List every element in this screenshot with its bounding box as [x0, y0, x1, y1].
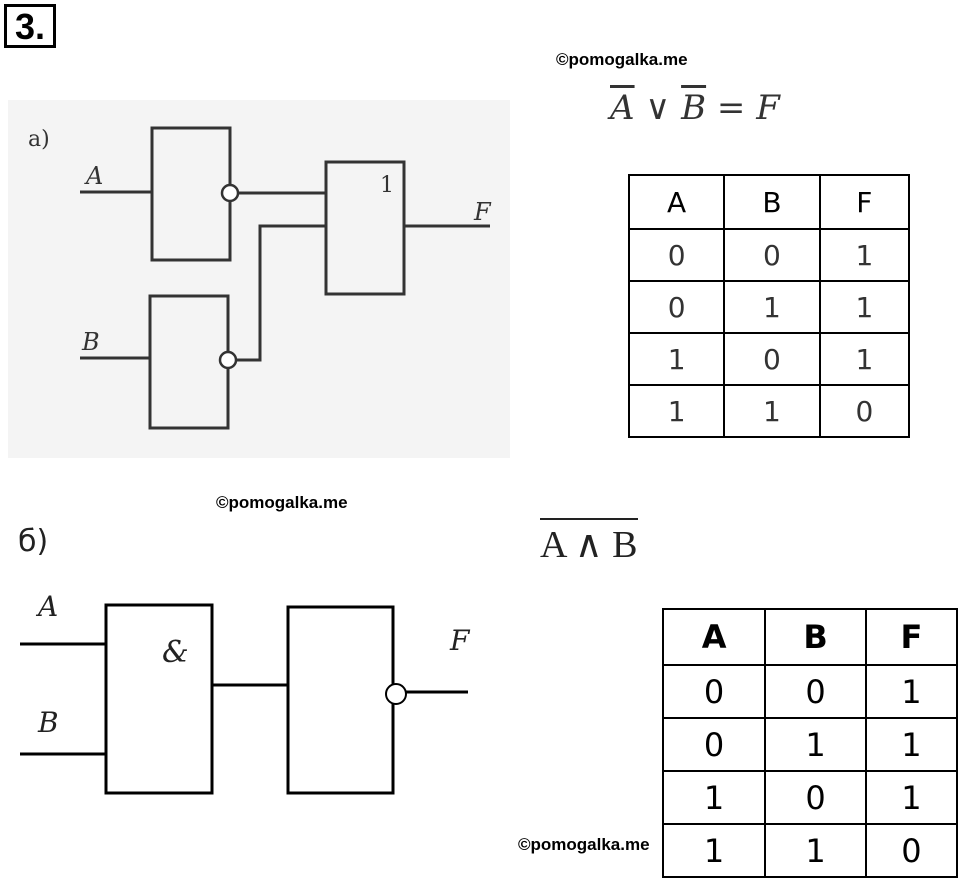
table-cell: 0 [818, 384, 911, 438]
table-cell: 1 [864, 664, 959, 719]
table-cell: 1 [818, 332, 911, 386]
part-b-label: б) [18, 524, 49, 559]
and-gate [104, 603, 214, 795]
table-cell: 0 [723, 228, 821, 282]
or-gate-symbol: 1 [380, 173, 394, 198]
table-row: 0 1 1 [627, 280, 911, 334]
formula-a-or: ∨ [645, 88, 671, 128]
truth-table-a: A B F 0 0 1 0 1 1 1 0 1 1 1 0 [627, 174, 911, 438]
table-cell: 0 [627, 228, 726, 282]
circuit-a: a) A B 1 F [8, 100, 510, 458]
table-cell: 1 [864, 717, 959, 772]
table-cell: 1 [627, 332, 726, 386]
table-cell: 0 [661, 717, 767, 772]
circuit-b: A B & F [20, 590, 471, 795]
table-cell: 1 [864, 770, 959, 825]
table-cell: 0 [864, 823, 959, 878]
table-cell: 1 [764, 717, 867, 772]
task-number: 3. [4, 4, 56, 48]
table-cell: 1 [818, 280, 911, 334]
table-cell: 1 [627, 384, 726, 438]
table-row: 0 0 1 [627, 228, 911, 282]
formula-a: A ∨ B = F [610, 88, 780, 128]
formula-a-equals: = [716, 88, 746, 128]
part-a-label: a) [28, 127, 50, 152]
formula-a-var-b: B [681, 88, 707, 128]
table-cell: 0 [627, 280, 726, 334]
header-a: A [661, 608, 767, 666]
header-a: A [627, 174, 726, 230]
table-row: 1 0 1 [661, 770, 959, 825]
table-cell: 1 [661, 823, 767, 878]
output-b-label: F [449, 624, 471, 657]
table-row: 0 0 1 [661, 664, 959, 719]
table-cell: 1 [723, 280, 821, 334]
table-cell: 1 [661, 770, 767, 825]
and-gate-symbol: & [162, 635, 189, 670]
table-row: 1 1 0 [627, 384, 911, 438]
header-b: B [764, 608, 867, 666]
table-header-row: A B F [661, 608, 959, 666]
table-cell: 0 [661, 664, 767, 719]
header-b: B [723, 174, 821, 230]
inversion-bubble-a [220, 183, 240, 203]
or-gate [324, 160, 406, 296]
inversion-bubble [385, 683, 407, 705]
table-cell: 0 [764, 770, 867, 825]
not-gate [286, 605, 395, 795]
table-row: 0 1 1 [661, 717, 959, 772]
watermark-bottom: ©pomogalka.me [518, 835, 650, 855]
table-row: 1 0 1 [627, 332, 911, 386]
table-cell: 1 [764, 823, 867, 878]
table-cell: 0 [723, 332, 821, 386]
truth-table-b: A B F 0 0 1 0 1 1 1 0 1 1 1 0 [661, 608, 959, 878]
wire-b-to-or [236, 224, 326, 362]
header-f: F [864, 608, 959, 666]
watermark-middle: ©pomogalka.me [216, 493, 348, 512]
formula-a-result: F [756, 88, 780, 128]
header-f: F [818, 174, 911, 230]
table-cell: 0 [764, 664, 867, 719]
formula-a-var-a: A [610, 88, 635, 128]
output-a-label: F [473, 198, 492, 226]
input-b-label: B [37, 706, 59, 739]
input-a-label: A [35, 590, 58, 623]
inversion-bubble-b [218, 350, 238, 370]
input-a-label: A [84, 162, 103, 190]
formula-b: A ∧ B [540, 518, 638, 567]
input-b-label: B [81, 328, 100, 356]
table-header-row: A B F [627, 174, 911, 230]
table-row: 1 1 0 [661, 823, 959, 878]
table-cell: 1 [818, 228, 911, 282]
table-cell: 1 [723, 384, 821, 438]
watermark-top: ©pomogalka.me [556, 50, 688, 69]
